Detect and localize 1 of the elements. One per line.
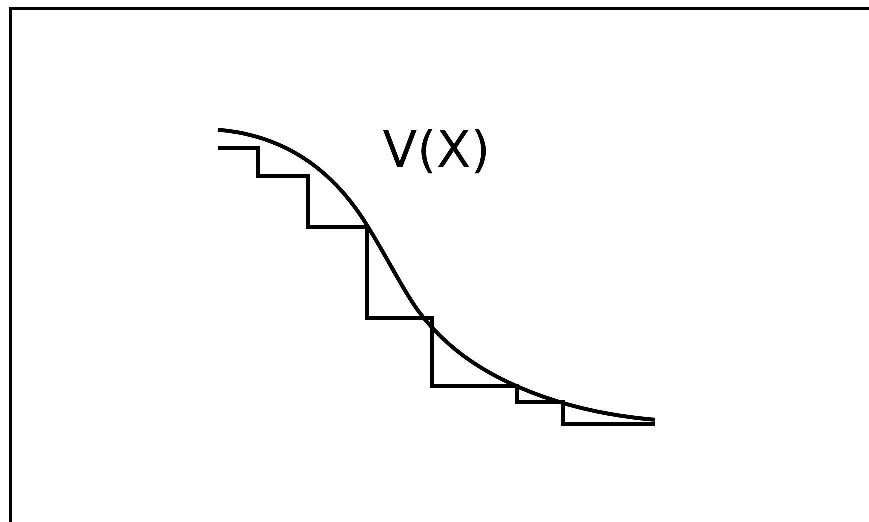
function-label: V(X) — [383, 120, 490, 180]
